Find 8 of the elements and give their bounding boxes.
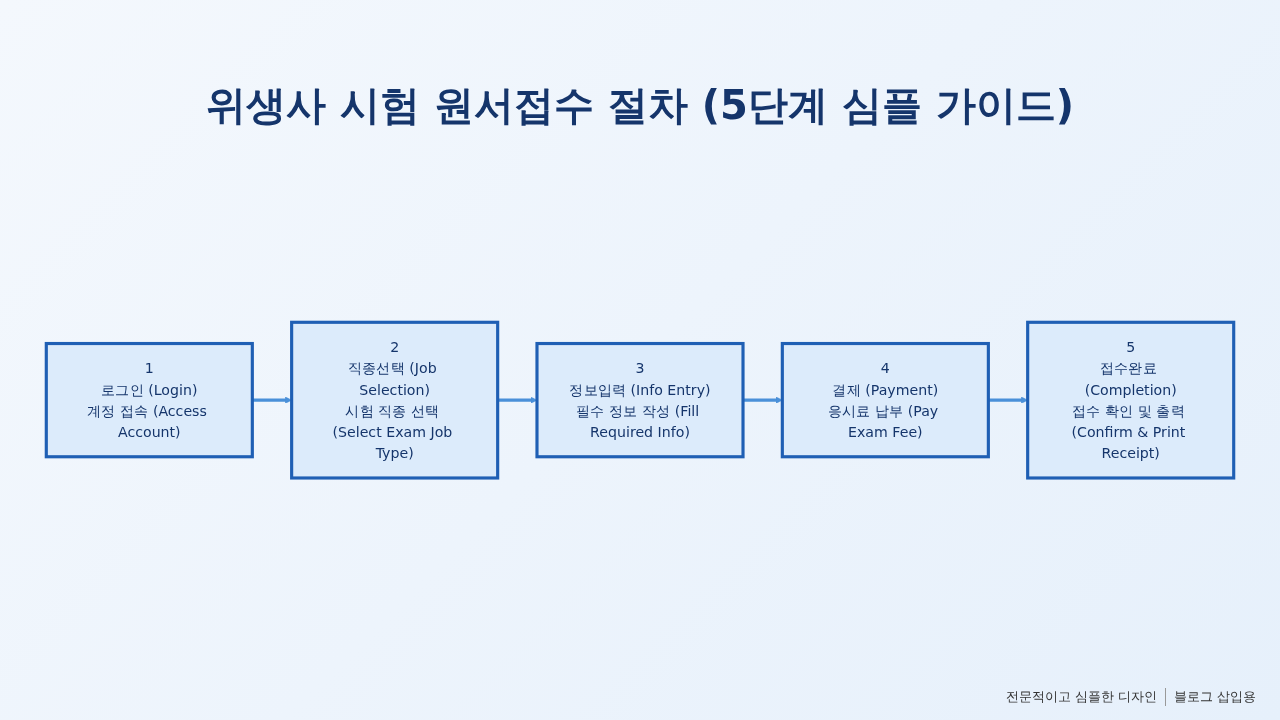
node-box: 1 로그인 (Login) 계정 접속 (Access Account) bbox=[44, 341, 254, 459]
node-box: 5 접수완료 (Completion) 접수 확인 및 출력 (Confirm & Print Receipt) bbox=[1026, 320, 1236, 480]
node-box: 4 결제 (Payment) 응시료 납부 (Pay Exam Fee) bbox=[780, 341, 990, 459]
node-box: 3 정보입력 (Info Entry) 필수 정보 작성 (Fill Required Info) bbox=[535, 341, 745, 459]
footer-note: 전문적이고 심플한 디자인 bbox=[1005, 688, 1157, 706]
title: 위생사 시험 원서접수 절차 (5단계 심플 가이드) bbox=[205, 81, 1075, 130]
node-box: 2 직종선택 (Job Selection) 시험 직종 선택 (Select Exam Job Type) bbox=[290, 320, 500, 480]
footer-note: 블로그 삽입용 bbox=[1173, 688, 1256, 706]
